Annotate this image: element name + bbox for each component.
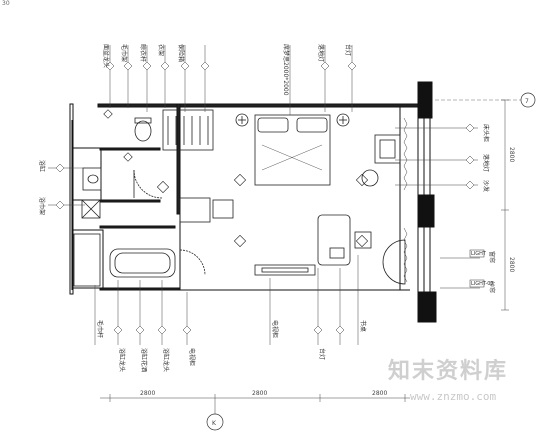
label-desk: 书桌 (359, 320, 367, 332)
dim-right: 2800 (372, 390, 387, 397)
label-floor-lamp: 落地灯 (317, 44, 325, 62)
watermark-url: www.znzmo.com (410, 390, 496, 403)
label-sofa: 沙发 (482, 180, 490, 192)
toilet (134, 120, 152, 142)
label-tv-cabinet-2: 电视柜 (271, 320, 279, 338)
right-label-texts: 床头柜 落地灯 沙发 窗帘 纱帘 LIGHT LIGHT-02 (471, 124, 496, 293)
right-tags (465, 123, 485, 288)
right-leaders (395, 127, 480, 289)
dim-right-lower: 2800 (508, 257, 515, 272)
dim-right-upper: 2800 (508, 147, 515, 162)
vanity (82, 167, 102, 191)
label-sheer: 纱帘 (488, 281, 496, 293)
top-leaders (109, 45, 353, 115)
dim-left: 2800 (140, 390, 155, 397)
label-bathtub: 浴缸 (38, 160, 46, 172)
pillow-left (257, 117, 289, 133)
bed (254, 114, 331, 186)
label-towel-bar: 毛巾杆 (96, 320, 104, 338)
label-bath-towel-rack: 浴巾架 (38, 197, 46, 215)
bottom-label-texts: 毛巾杆 浴缸龙头 浴缸花洒 浴缸龙头 电视柜 电视柜 台灯 书桌 (96, 320, 367, 372)
bathroom (73, 109, 234, 287)
label-tub-faucet-2: 浴缸龙头 (162, 348, 170, 372)
label-tub-shower: 浴缸花洒 (140, 348, 148, 372)
label-table-lamp: 台灯 (344, 44, 352, 56)
walls (69, 81, 437, 323)
armchair (374, 134, 401, 164)
grid-axis-bottom: K (206, 402, 224, 431)
label-sink-faucet: 面盆龙头 (102, 44, 110, 68)
bedroom (103, 109, 408, 285)
right-dimension (501, 99, 509, 311)
watermark: 知末资料库 www.znzmo.com (388, 358, 508, 403)
grid-axis-right-label: 7 (525, 98, 529, 105)
top-label-texts: 面盆龙头 毛巾架 晾衣杆 衣架 保险箱 席梦思2000*2000 落地灯 台灯 (102, 44, 352, 96)
label-floor-lamp-right: 落地灯 (482, 154, 490, 172)
label-clothes-rod: 晾衣杆 (139, 44, 147, 62)
balcony-door (382, 239, 406, 285)
wardrobe (162, 109, 214, 151)
left-label-texts: 浴缸 浴巾架 (38, 160, 46, 215)
grid-axis-bottom-label: K (212, 420, 217, 427)
label-safe: 保险箱 (177, 44, 185, 62)
tag-light-02: LIGHT-02 (471, 281, 494, 287)
nightstand-lamp-left (235, 113, 249, 127)
desk (317, 214, 351, 266)
label-curtain: 窗帘 (488, 251, 496, 263)
dim-middle: 2800 (252, 390, 267, 397)
bathtub (109, 248, 176, 278)
tag-light: LIGHT (471, 251, 487, 257)
label-tv-cabinet: 电视柜 (188, 348, 196, 366)
left-leaders (48, 167, 85, 206)
label-nightstand: 床头柜 (482, 124, 490, 142)
label-desk-lamp: 台灯 (318, 348, 326, 360)
bottom-tags (113, 325, 345, 335)
watermark-text: 知末资料库 (388, 358, 508, 384)
tv-cabinet (254, 264, 316, 276)
label-towel-rack: 毛巾架 (120, 44, 128, 62)
pillow-right (296, 117, 328, 133)
desk-chair (354, 231, 372, 249)
bottom-dimension (100, 394, 410, 402)
grid-axis-right: 7 (435, 92, 536, 108)
page-id: 30 (2, 0, 10, 7)
side-table (361, 169, 379, 187)
top-tags (105, 61, 357, 71)
label-tub-faucet: 浴缸龙头 (118, 348, 126, 372)
label-bed: 席梦思2000*2000 (282, 44, 290, 96)
left-tags (55, 163, 65, 210)
label-hanger: 衣架 (157, 44, 165, 56)
nightstand-lamp-right (336, 113, 350, 127)
